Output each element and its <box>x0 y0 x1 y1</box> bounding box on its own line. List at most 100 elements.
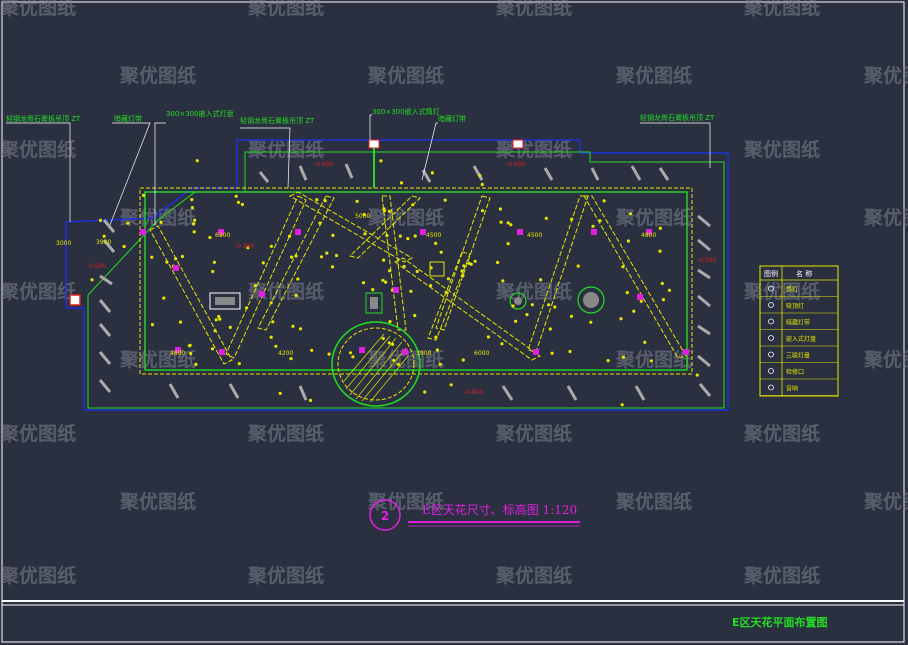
downlight <box>413 234 417 238</box>
downlight <box>325 251 329 255</box>
drawing-number-badge <box>369 499 401 531</box>
downlight <box>398 234 402 238</box>
downlight <box>190 206 194 210</box>
legend-row-label: 检修口 <box>786 368 804 376</box>
light-slot <box>168 383 180 399</box>
wall-marker-top-1 <box>368 139 380 149</box>
downlight <box>291 324 295 328</box>
legend-symbol-icon <box>768 368 774 374</box>
downlight <box>550 351 554 355</box>
downlight <box>240 202 244 207</box>
light-slot <box>697 354 711 368</box>
downlight <box>423 390 427 394</box>
downlight <box>449 383 453 387</box>
round-light-2 <box>577 286 605 314</box>
downlight <box>621 355 626 359</box>
light-slot <box>697 238 711 252</box>
watermark-text: 聚优图纸 <box>863 206 908 229</box>
elevation-label: -0.800 <box>464 389 484 396</box>
downlight <box>150 255 154 259</box>
watermark-text: 聚优图纸 <box>0 0 76 19</box>
access-panel <box>429 261 445 277</box>
downlight <box>269 335 273 339</box>
callout-text: 暗藏灯带 <box>114 114 142 123</box>
downlight <box>381 278 385 282</box>
downlight <box>658 226 662 230</box>
watermark-text: 聚优图纸 <box>119 64 196 87</box>
light-slot <box>98 379 112 393</box>
watermark-text: 聚优图纸 <box>743 564 820 587</box>
legend-row-label: 三联灯盘 <box>786 352 810 360</box>
downlight <box>429 284 433 288</box>
downlight <box>399 181 404 185</box>
downlight <box>261 261 265 265</box>
downlight <box>406 237 410 241</box>
downlight <box>217 314 221 319</box>
watermark-text: 聚优图纸 <box>367 490 444 513</box>
downlight <box>361 281 366 285</box>
downlight <box>514 319 518 323</box>
dimension-marker <box>646 229 652 235</box>
round-light-2-core <box>583 292 599 308</box>
dimension-marker <box>683 349 689 355</box>
watermark-text: 聚优图纸 <box>495 138 572 161</box>
dim-text: 3900 <box>96 239 111 246</box>
downlight <box>355 199 359 203</box>
light-slot <box>543 167 554 181</box>
downlight <box>178 320 183 324</box>
downlight <box>236 200 240 204</box>
light-slot <box>228 383 240 399</box>
dim-text: 3900 <box>416 350 431 357</box>
downlight <box>388 320 392 324</box>
downlight <box>621 265 625 269</box>
downlight <box>658 249 662 253</box>
light-slot <box>630 165 642 181</box>
watermark-text: 聚优图纸 <box>0 138 76 161</box>
downlight <box>667 288 672 292</box>
downlight <box>271 320 275 324</box>
downlight <box>547 303 551 307</box>
dim-text: 6300 <box>215 232 230 239</box>
legend-symbol-icon <box>768 335 774 341</box>
downlight <box>661 298 666 302</box>
downlight <box>589 320 593 324</box>
dimension-marker <box>637 294 643 300</box>
dimension-marker <box>218 229 224 235</box>
downlight <box>310 348 314 352</box>
downlight <box>486 335 490 339</box>
watermark-text: 聚优图纸 <box>495 564 572 587</box>
downlight <box>387 209 391 213</box>
watermark-layer: 聚优图纸聚优图纸聚优图纸聚优图纸聚优图纸聚优图纸聚优图纸聚优图纸聚优图纸聚优图纸… <box>0 0 908 587</box>
downlight <box>429 266 433 270</box>
dimension-marker <box>533 349 539 355</box>
downlight <box>434 335 438 339</box>
elevation-label: -0.600 <box>506 161 526 168</box>
downlight <box>162 296 166 300</box>
callout-text: 轻钢龙骨石膏板吊顶 ZT <box>640 113 715 122</box>
dimension-marker <box>175 347 181 353</box>
downlight <box>211 269 215 274</box>
downlight <box>509 223 513 227</box>
diagonal-light-troughs <box>149 191 687 365</box>
downlight <box>480 209 485 213</box>
downlight <box>460 269 464 273</box>
watermark-text: 聚优图纸 <box>0 564 76 587</box>
dimension-marker <box>173 265 179 271</box>
downlight-pattern <box>90 159 699 407</box>
downlight <box>180 254 184 259</box>
ceiling-inner-dashed <box>139 187 693 375</box>
downlight <box>351 355 355 359</box>
downlight <box>382 258 386 262</box>
downlight <box>388 269 392 273</box>
downlight <box>391 342 395 346</box>
legend-symbol-icon <box>768 318 774 325</box>
watermark-text: 聚优图纸 <box>743 280 820 303</box>
round-light-1 <box>509 292 527 310</box>
downlight <box>620 403 624 407</box>
dimension-marker <box>393 287 399 293</box>
downlight <box>274 344 278 348</box>
downlight <box>126 221 130 225</box>
light-slot <box>697 294 711 308</box>
downlight <box>396 362 400 366</box>
